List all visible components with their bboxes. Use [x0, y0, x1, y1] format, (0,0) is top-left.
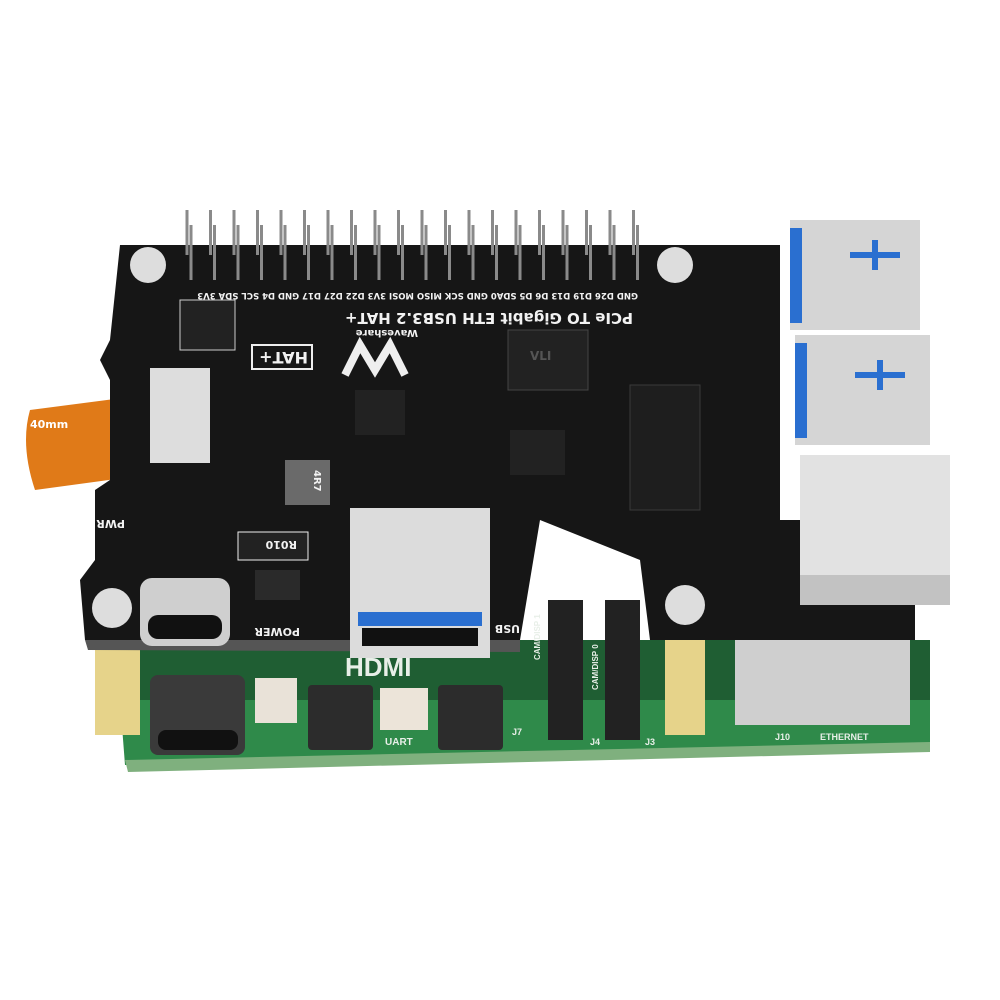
ic-chip: [255, 570, 300, 600]
ic-chip: [355, 390, 405, 435]
waveshare-logo: [341, 336, 409, 378]
j3-label: J3: [645, 737, 655, 747]
screw: [130, 247, 166, 283]
standoff: [95, 640, 140, 735]
pwr-label: PWR: [96, 517, 125, 530]
screw: [92, 588, 132, 628]
cam-connector-0[interactable]: [605, 600, 640, 740]
hat-board: GND D26 D19 D13 D6 D5 SDA0 GND SCK MISO …: [80, 210, 950, 658]
ffc-connector[interactable]: [150, 368, 210, 463]
screw: [665, 585, 705, 625]
micro-hdmi-0[interactable]: [308, 685, 373, 750]
hat-badge: HAT+: [259, 348, 308, 367]
raspberry-pi-board: HDMI UART J7 J4 J3 CAM/DISP 1 CAM/DISP 0…: [120, 600, 930, 772]
inductor-label: 4R7: [311, 470, 322, 492]
usb-a-port-top[interactable]: [790, 220, 920, 330]
gpio-pin-labels: GND D26 D19 D13 D6 D5 SDA0 GND SCK MISO …: [197, 290, 638, 300]
standoff: [665, 640, 705, 735]
ethernet-chip: [510, 430, 565, 475]
fan-connector[interactable]: [255, 678, 297, 723]
gpio-header[interactable]: [185, 210, 639, 280]
pi-ethernet-port[interactable]: [735, 640, 910, 725]
j10-label: J10: [775, 732, 790, 742]
brand-name: Waveshare: [356, 327, 418, 338]
uart-label: UART: [385, 737, 413, 748]
ic-chip: [179, 299, 236, 351]
cam1-label: CAM/DISP 1: [533, 614, 542, 660]
cam-connector-1[interactable]: [548, 600, 583, 740]
micro-hdmi-1[interactable]: [438, 685, 503, 750]
usb-a-port-middle[interactable]: [795, 335, 930, 445]
inductor: [285, 460, 330, 505]
ethernet-transformer: [629, 384, 701, 511]
board-title: PCIe TO Gigabit ETH USB3.2 HAT+: [345, 309, 633, 327]
usb-hub-chip: [507, 329, 589, 391]
cam0-label: CAM/DISP 0: [591, 644, 600, 690]
uart-connector[interactable]: [380, 688, 428, 730]
j7-label: J7: [512, 727, 522, 737]
j4-label: J4: [590, 737, 600, 747]
resistor-label: R010: [265, 538, 297, 551]
chip-marking: VLI: [530, 349, 551, 363]
power-label: POWER: [254, 625, 300, 638]
usb-label: USB: [495, 622, 520, 635]
ethernet-label: ETHERNET: [820, 732, 869, 742]
screw: [657, 247, 693, 283]
cable-label: 40mm: [30, 418, 68, 431]
